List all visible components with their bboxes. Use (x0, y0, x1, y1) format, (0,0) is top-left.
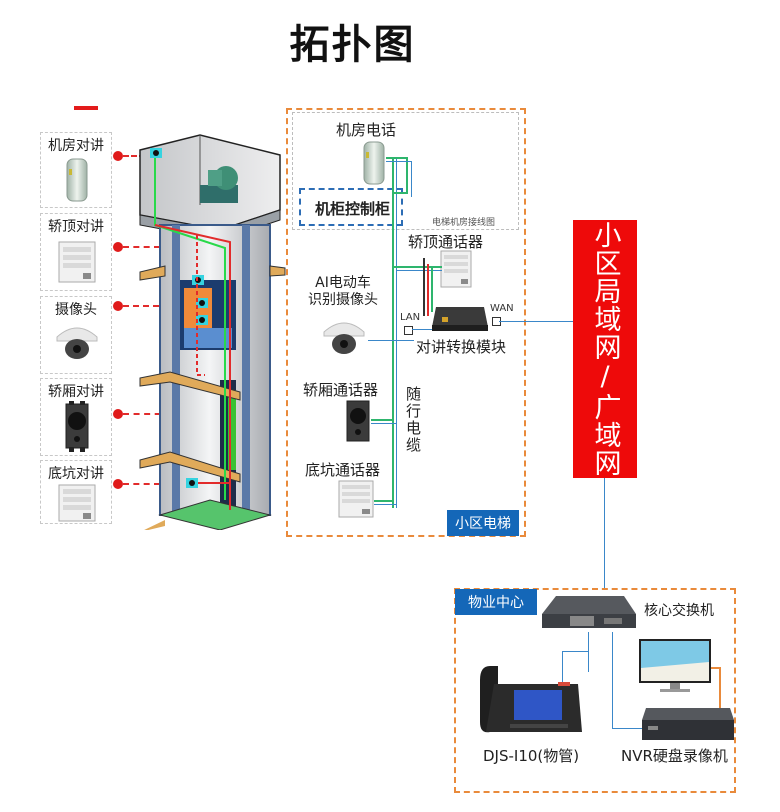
machine-room-box-caption: 电梯机房接线图 (432, 218, 496, 228)
trunk-wire-green (392, 158, 394, 508)
car-device-icon (346, 400, 370, 442)
desk-phone-icon (480, 666, 582, 733)
wire-segment (386, 157, 408, 159)
pit-device-label: 底坑通话器 (305, 461, 381, 479)
wire-segment (612, 632, 613, 728)
wire-segment (562, 651, 563, 691)
cable-black (423, 258, 425, 316)
pit-device-icon (338, 480, 374, 518)
cable-label: 随行电缆 (404, 386, 422, 454)
nvr-recorder-icon (642, 708, 734, 740)
lan-port-icon (404, 326, 413, 335)
connector-dot (113, 479, 123, 489)
wire-segment (374, 500, 394, 502)
wire-segment (371, 423, 396, 424)
connector-line (123, 483, 191, 485)
lan-label: LAN (400, 312, 421, 323)
nvr-label: NVR硬盘录像机 (621, 747, 728, 765)
wire-segment (612, 728, 642, 729)
wire-segment (588, 632, 589, 672)
intercom-converter-module-icon (432, 307, 488, 331)
video-cable (719, 667, 721, 717)
wire-segment (392, 266, 442, 268)
property-center-tag: 物业中心 (455, 589, 537, 615)
connector-dot (113, 409, 123, 419)
cable-red (427, 264, 429, 316)
cabinet-label: 机柜控制柜 (315, 200, 391, 218)
ai-camera-label-line1: AI电动车 (315, 275, 371, 291)
wan-label: WAN (490, 303, 514, 314)
phone-model-label: DJS-I10(物管) (483, 747, 580, 765)
device-box-car-top: 轿顶对讲 (40, 213, 112, 291)
car-device-label: 轿厢通话器 (303, 381, 379, 399)
wire-segment (374, 504, 397, 505)
red-accent-mark (74, 106, 98, 110)
device-label: 摄像头 (55, 302, 97, 318)
wire-segment (396, 270, 442, 271)
wire-segment (406, 157, 408, 193)
network-bar: 小区局域网/广域网 (573, 220, 637, 478)
car-top-intercom-icon (58, 241, 96, 283)
device-box-machine-room: 机房对讲 (40, 132, 112, 208)
wire-segment (371, 419, 392, 421)
wire-segment (368, 340, 414, 341)
car-top-device-icon (440, 250, 472, 288)
core-switch-label: 核心交换机 (644, 603, 714, 619)
connector-line (123, 155, 153, 157)
traction-motor-icon (200, 166, 238, 203)
device-box-camera: 摄像头 (40, 296, 112, 374)
device-label: 机房对讲 (48, 138, 104, 154)
video-cable (711, 667, 721, 669)
ai-camera-label-line2: 识别摄像头 (308, 292, 378, 308)
device-box-car: 轿厢对讲 (40, 378, 112, 456)
monitor-icon (639, 639, 711, 692)
connector-dot (113, 151, 123, 161)
machine-room-phone-icon (363, 141, 385, 185)
wire-segment (392, 192, 408, 194)
wire-segment (386, 161, 412, 162)
elevator-shaft-illustration (139, 134, 286, 530)
wan-link (499, 321, 573, 322)
property-center-box (454, 588, 736, 793)
car-top-device-label: 轿顶通话器 (408, 233, 484, 251)
dome-camera-icon (56, 327, 98, 359)
device-label: 轿顶对讲 (48, 219, 104, 235)
cabinet-box (299, 188, 403, 226)
device-box-pit: 底坑对讲 (40, 460, 112, 524)
connector-dot (113, 242, 123, 252)
wire-segment (411, 161, 412, 197)
machine-room-phone-label: 机房电话 (336, 121, 397, 139)
connector-dot (113, 301, 123, 311)
wire-segment (562, 651, 589, 652)
elevator-region-tag: 小区电梯 (447, 510, 519, 536)
connector-line (123, 246, 191, 248)
device-label: 轿厢对讲 (48, 384, 104, 400)
car-intercom-icon (65, 401, 89, 452)
network-to-switch-link (604, 478, 605, 590)
pit-intercom-icon (58, 484, 96, 522)
elevator-region-box (286, 108, 526, 537)
trunk-wire-blue (396, 158, 397, 508)
cable-green (431, 266, 433, 312)
core-switch-icon (542, 596, 636, 628)
machine-room-intercom-icon (66, 158, 88, 202)
machine-room-wiring-box (292, 112, 519, 230)
ai-camera-label: AI电动车 识别摄像头 (308, 275, 378, 309)
page-title: 拓扑图 (289, 22, 416, 68)
device-label: 底坑对讲 (48, 466, 104, 482)
converter-label: 对讲转换模块 (416, 338, 507, 356)
ai-camera-icon (323, 322, 365, 354)
wire-segment (412, 329, 432, 330)
